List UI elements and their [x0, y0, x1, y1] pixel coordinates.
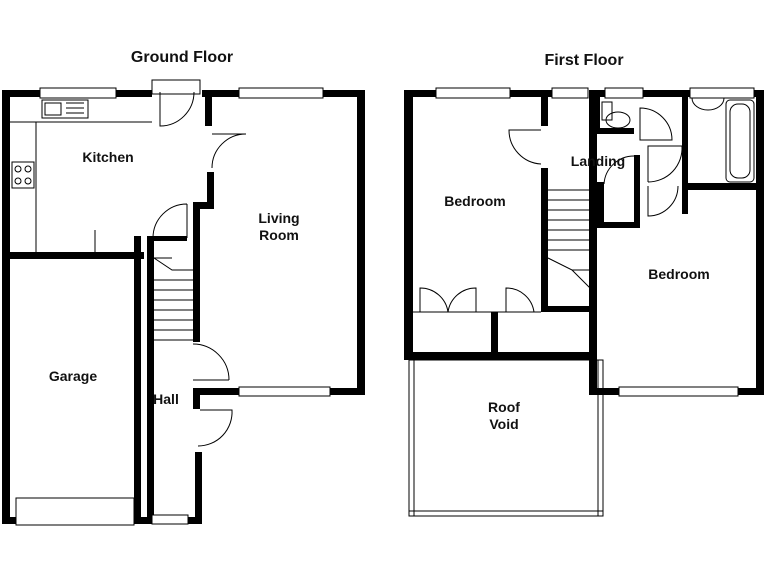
bedroom2-door-swing	[647, 185, 679, 217]
garage-bottom-left	[2, 517, 16, 524]
wardrobe-divider	[491, 312, 498, 360]
bathroom-door-swing	[647, 145, 683, 183]
bedroom1-door-swing	[508, 129, 542, 165]
hall-living-wall	[193, 202, 200, 342]
wc-bottom-wall	[594, 128, 634, 134]
first-right-wall	[756, 90, 764, 395]
bedroom2-bottom-right	[738, 388, 764, 395]
kitchen-hob	[11, 161, 35, 189]
first-stairs	[547, 189, 595, 300]
wc-left-wall	[594, 90, 600, 134]
bedroom-landing-upper-wall	[541, 90, 548, 126]
roof-void-label-line1: Roof	[488, 399, 520, 415]
hall-left-wall	[147, 236, 154, 517]
first-top-wall-right	[589, 90, 764, 97]
hall-top-wall	[147, 236, 187, 241]
landing-right-wall	[596, 182, 604, 228]
garage-door	[15, 497, 135, 526]
hob-ring	[14, 165, 22, 173]
living-room-label-line1: Living	[258, 210, 299, 226]
bathroom-bath-inner	[729, 103, 751, 179]
kitchen-label: Kitchen	[82, 149, 133, 165]
hob-ring	[24, 165, 32, 173]
ground-floor-title: Ground Floor	[131, 49, 233, 66]
kitchen-worktop	[10, 121, 37, 252]
back-door-swing	[159, 91, 195, 127]
back-door-frame	[151, 79, 201, 95]
stair-bottom-wall	[541, 306, 597, 312]
landing-label: Landing	[571, 153, 625, 169]
bedroom-right-label: Bedroom	[648, 266, 709, 282]
living-bottom-window	[238, 386, 331, 397]
garage-hall-wall	[134, 236, 141, 524]
wc-cistern	[601, 101, 613, 121]
living-bottom-left-wall	[193, 388, 239, 395]
hall-living-door-swing	[192, 343, 230, 381]
front-door-swing	[197, 409, 233, 447]
first-bottom-wall-left	[404, 352, 596, 360]
bathroom-bottom-wall	[682, 183, 764, 190]
bedroom-left-label: Bedroom	[444, 193, 505, 209]
living-top-window	[238, 87, 324, 99]
garage-bottom-right	[134, 517, 152, 524]
hall-bottom-window	[151, 514, 189, 525]
kitchen-garage-wall	[2, 252, 144, 259]
hob-ring	[24, 177, 32, 185]
hall-top-step	[193, 202, 214, 209]
roof-void-outline	[408, 359, 604, 517]
kitchen-living-upper-wall	[205, 90, 212, 126]
cupboard-door-swing	[603, 155, 635, 185]
living-door-swing	[211, 133, 247, 169]
garage-left-wall	[2, 90, 10, 524]
living-right-wall	[357, 90, 365, 395]
wc-window	[604, 87, 644, 99]
bathroom-basin	[691, 97, 725, 111]
cupboard-bottom-wall	[596, 222, 640, 228]
cupboard-right-wall	[634, 182, 640, 228]
kitchen-sink	[41, 99, 89, 119]
landing-cupboard-wall	[634, 155, 640, 187]
first-center-right-wall	[589, 90, 597, 395]
first-floor-title: First Floor	[544, 52, 623, 69]
bedroom2-window	[618, 386, 739, 397]
wardrobe-door	[447, 287, 477, 313]
wardrobe-door	[505, 287, 535, 313]
kitchen-living-lower-wall	[207, 172, 214, 208]
landing-window	[551, 87, 589, 99]
hall-right-lower-wall	[195, 452, 202, 524]
wc-door-swing	[639, 107, 673, 141]
first-floor-plan: Bedroom Landing Bedroom Roof Void	[404, 87, 764, 517]
hall-door-swing	[152, 203, 188, 239]
bedroom1-window	[435, 87, 511, 99]
garage-label: Garage	[49, 368, 97, 384]
bathroom-window	[689, 87, 755, 99]
bedroom-left-wall	[404, 90, 413, 360]
kitchen-window	[39, 87, 117, 99]
sink-bowl	[44, 102, 62, 116]
hall-right-stub	[193, 395, 200, 409]
roof-void-label-line2: Void	[489, 416, 518, 432]
hob-ring	[14, 177, 22, 185]
living-room-label-line2: Room	[259, 227, 299, 243]
wardrobe-door	[419, 287, 449, 313]
ground-floor-plan: Kitchen Living Room Garage Hall	[2, 79, 365, 526]
bedroom-landing-lower-wall	[541, 168, 548, 312]
living-bottom-right-wall	[330, 388, 365, 395]
ground-stairs	[153, 257, 193, 341]
bathroom-left-wall	[682, 90, 688, 214]
bedroom2-bottom-left	[589, 388, 619, 395]
bathroom-bath	[725, 99, 755, 183]
hall-label: Hall	[153, 391, 179, 407]
